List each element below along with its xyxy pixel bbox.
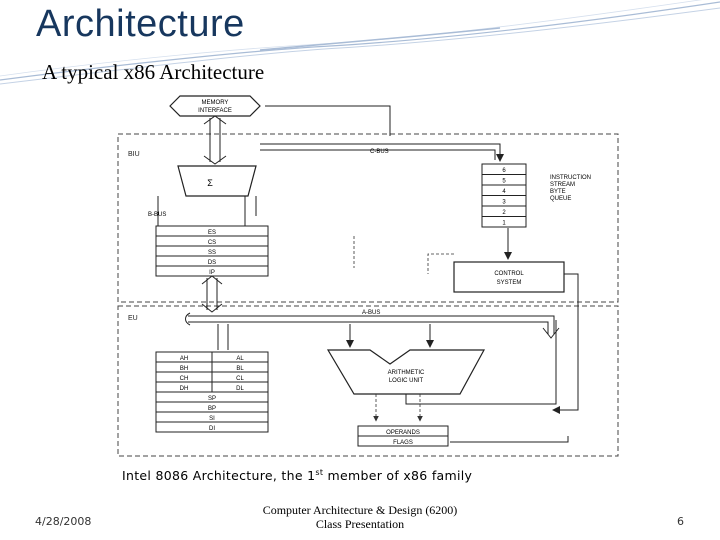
address-adder — [177, 165, 257, 197]
queue-slot-4: 4 — [502, 189, 506, 195]
reg-ah: AH — [180, 356, 188, 362]
biu-boundary — [117, 133, 619, 303]
diagram-caption: Intel 8086 Architecture, the 1st member … — [122, 468, 472, 483]
sigma-label: Σ — [207, 178, 213, 188]
eu-label: EU — [128, 315, 138, 322]
queue-label-line2: STREAM — [550, 182, 575, 188]
reg-ss: SS — [208, 250, 216, 256]
memory-interface-line2: INTERFACE — [198, 108, 232, 114]
flags-label: FLAGS — [393, 440, 413, 446]
reg-dl: DL — [236, 386, 244, 392]
alu-line2: LOGIC UNIT — [389, 378, 424, 384]
reg-cs: CS — [208, 240, 216, 246]
biu-label: BIU — [128, 151, 140, 158]
c-bus-label: C-BUS — [370, 149, 389, 155]
title-swoosh-decoration — [0, 0, 720, 85]
queue-slot-5: 5 — [502, 179, 506, 185]
footer-date: 4/28/2008 — [35, 515, 92, 528]
reg-es: ES — [208, 230, 216, 236]
memory-interface-box — [169, 95, 261, 117]
reg-al: AL — [236, 356, 244, 362]
queue-label-line4: QUEUE — [550, 196, 571, 202]
memory-interface-line1: MEMORY — [202, 100, 229, 106]
reg-si: SI — [209, 416, 215, 422]
instruction-queue: 6 5 4 3 2 1 — [481, 163, 527, 228]
control-system-line1: CONTROL — [494, 271, 524, 277]
control-system-line2: SYSTEM — [497, 280, 522, 286]
slide-title: Architecture — [36, 3, 245, 45]
queue-slot-6: 6 — [502, 168, 506, 174]
x86-architecture-diagram: BIU EU MEMORY INTERFACE C-BUS Σ B-BUS ES… — [117, 95, 619, 457]
queue-slot-2: 2 — [502, 210, 506, 216]
reg-ip: IP — [209, 270, 215, 276]
reg-bp: BP — [208, 406, 216, 412]
reg-di: DI — [209, 426, 215, 432]
slide-subtitle: A typical x86 Architecture — [42, 60, 265, 84]
b-bus-label: B-BUS — [148, 212, 166, 218]
general-register-file: AH BH CH DH AL BL CL DL SP BP SI DI — [155, 351, 269, 433]
control-system-box — [453, 261, 565, 293]
footer-course-line2: Class Presentation — [315, 517, 405, 531]
caption-prefix: Intel 8086 Architecture, the 1 — [122, 468, 316, 484]
a-bus-label: A-BUS — [362, 310, 380, 316]
queue-slot-1: 1 — [502, 221, 506, 227]
reg-sp: SP — [208, 396, 216, 402]
reg-bh: BH — [180, 366, 188, 372]
segment-register-file: ES CS SS DS IP — [155, 225, 269, 277]
queue-slot-3: 3 — [502, 200, 506, 206]
queue-label-line3: BYTE — [550, 189, 566, 195]
reg-cl: CL — [236, 376, 244, 382]
alu-line1: ARITHMETIC — [388, 370, 425, 376]
flags-register — [357, 435, 449, 447]
eu-boundary — [117, 305, 619, 457]
footer-page-number: 6 — [677, 515, 684, 528]
reg-bl: BL — [236, 366, 244, 372]
reg-dh: DH — [180, 386, 189, 392]
footer-course: Computer Architecture & Design (6200) Cl… — [0, 503, 720, 531]
caption-suffix: member of x86 family — [323, 468, 473, 484]
caption-superscript: st — [315, 468, 324, 477]
queue-label-line1: INSTRUCTION — [550, 175, 591, 181]
reg-ds: DS — [208, 260, 216, 266]
reg-ch: CH — [180, 376, 189, 382]
footer-course-line1: Computer Architecture & Design (6200) — [262, 503, 458, 517]
operands-label: OPERANDS — [386, 430, 420, 436]
alu-shape — [326, 349, 486, 395]
